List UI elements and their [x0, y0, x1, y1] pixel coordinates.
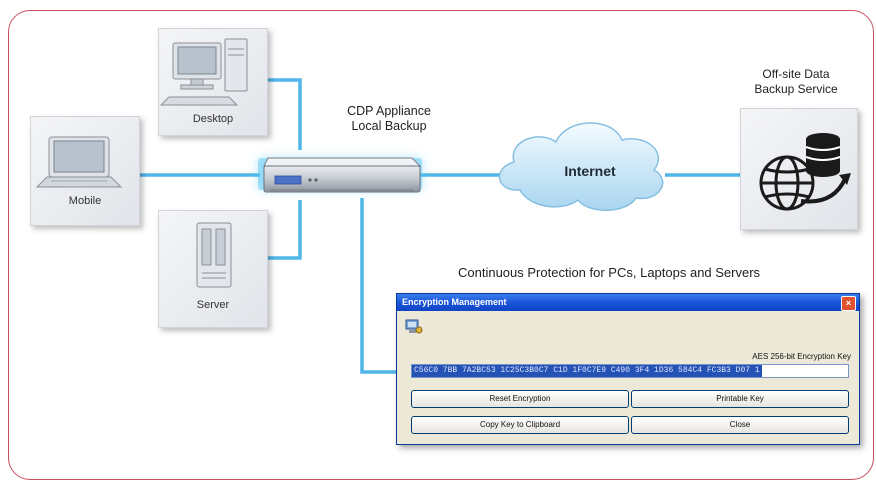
internet-cloud — [498, 122, 664, 211]
link-server-appliance — [268, 200, 302, 260]
server-device: Server — [158, 210, 268, 328]
dialog-titlebar[interactable]: Encryption Management × — [397, 294, 859, 311]
close-icon[interactable]: × — [841, 296, 856, 311]
globe-database-icon — [759, 133, 851, 211]
appliance-caption-line1: CDP Appliance — [347, 104, 431, 118]
dialog-title: Encryption Management — [402, 297, 507, 307]
computer-key-icon — [405, 319, 423, 334]
offsite-caption: Off-site Data Backup Service — [726, 67, 866, 97]
laptop-icon — [35, 136, 123, 188]
desktop-device: Desktop — [158, 28, 268, 136]
network-links — [140, 78, 740, 374]
close-button[interactable]: Close — [631, 416, 849, 434]
offsite-caption-line2: Backup Service — [754, 82, 838, 96]
link-appliance-dialog — [360, 198, 396, 374]
cdp-appliance-body — [263, 157, 422, 193]
appliance-caption-line2: Local Backup — [351, 119, 427, 133]
key-label: AES 256-bit Encryption Key — [752, 352, 851, 361]
diagram-caption: Continuous Protection for PCs, Laptops a… — [458, 265, 761, 280]
copy-key-button[interactable]: Copy Key to Clipboard — [411, 416, 629, 434]
reset-encryption-button[interactable]: Reset Encryption — [411, 390, 629, 408]
server-label: Server — [196, 299, 230, 311]
encryption-dialog: Encryption Management × AES 256-bit Encr… — [396, 293, 860, 445]
encryption-key-value: C56C0 7BB 7A2BC53 1C25C3B0C7 C1D 1F0C7E9… — [412, 365, 762, 377]
internet-label: Internet — [564, 163, 616, 179]
encryption-key-field[interactable]: C56C0 7BB 7A2BC53 1C25C3B0C7 C1D 1F0C7E9… — [411, 364, 849, 378]
offsite-backup-device — [740, 108, 858, 230]
network-diagram — [140, 78, 740, 374]
offsite-caption-line1: Off-site Data — [762, 67, 830, 81]
link-desktop-appliance — [268, 78, 302, 150]
appliance-caption: CDP Appliance Local Backup — [326, 104, 452, 134]
mobile-device: Mobile — [30, 116, 140, 226]
server-tower-icon — [196, 222, 232, 288]
desktop-computer-icon — [159, 38, 248, 106]
printable-key-button[interactable]: Printable Key — [631, 390, 849, 408]
desktop-label: Desktop — [192, 113, 234, 125]
mobile-label: Mobile — [68, 195, 102, 207]
